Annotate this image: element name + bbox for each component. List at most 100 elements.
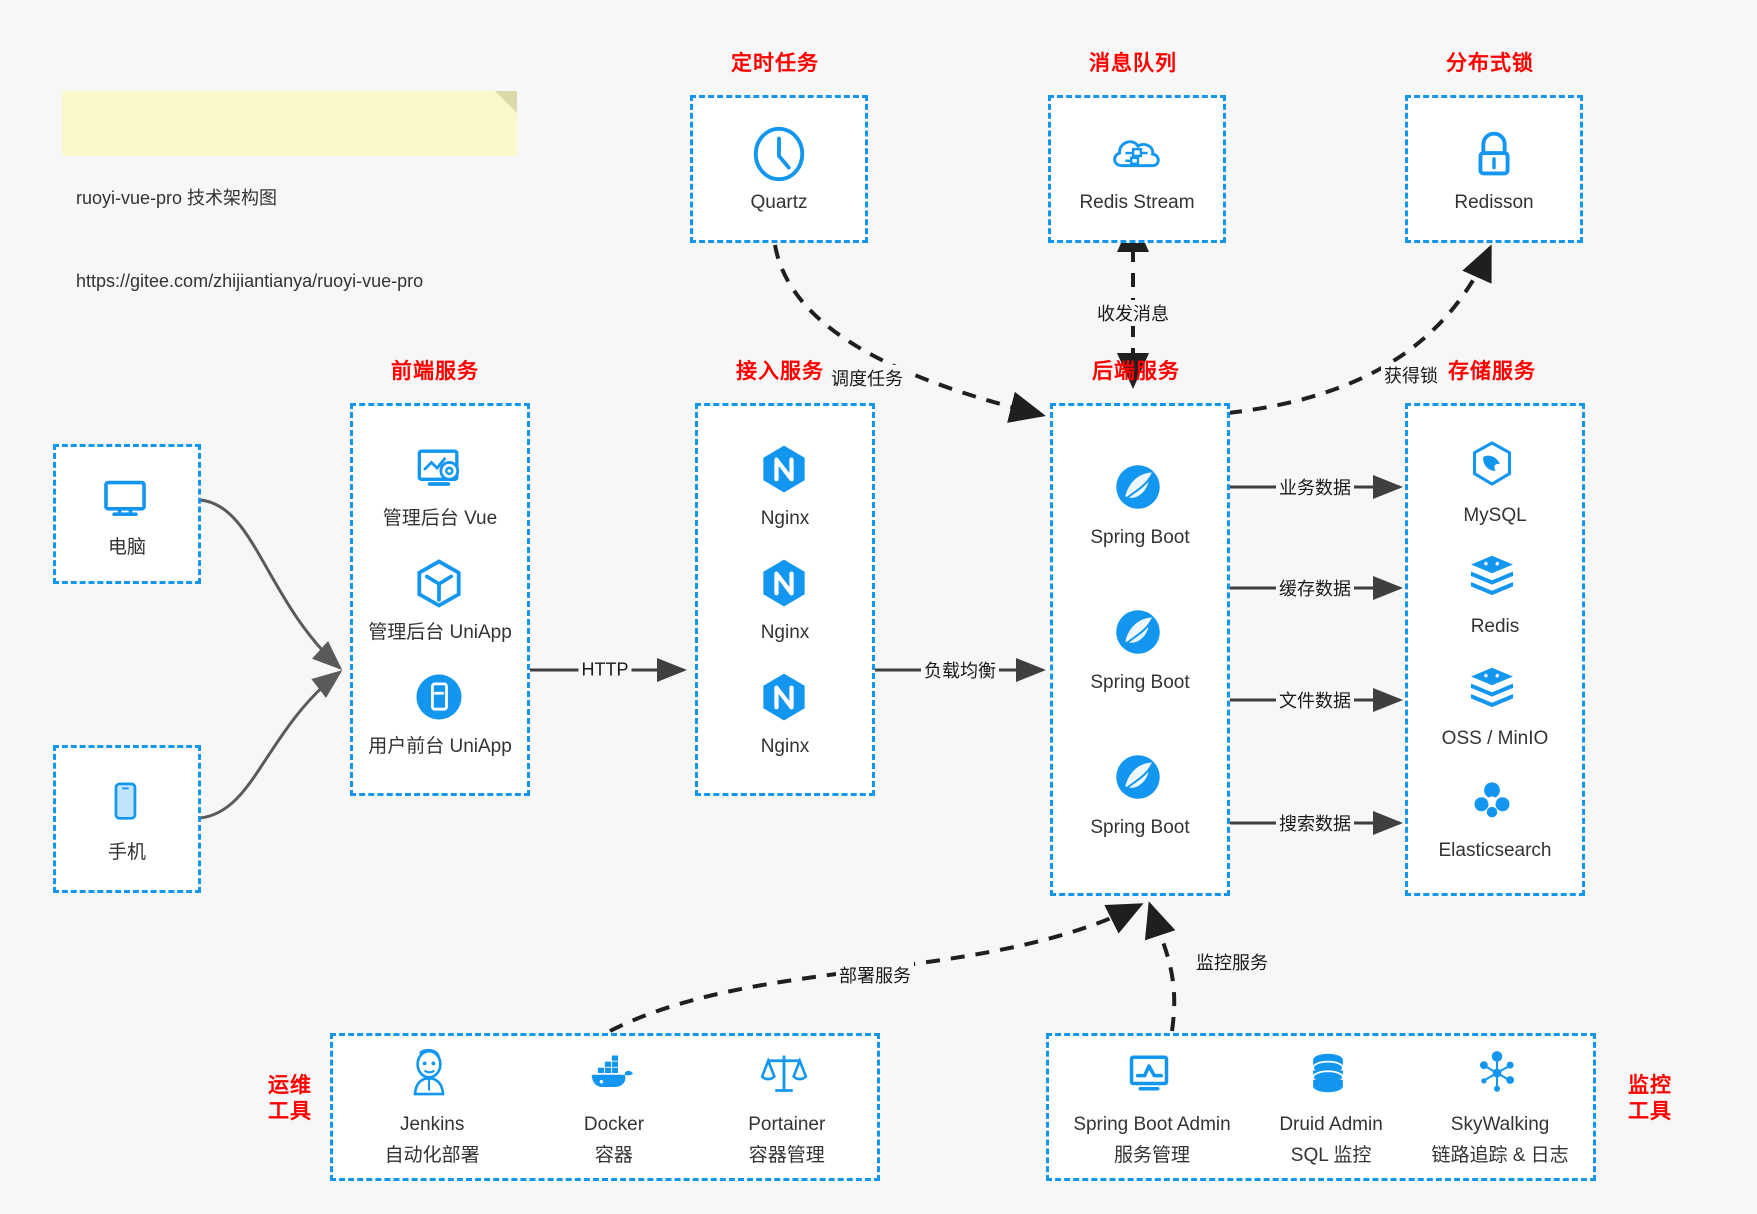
node-label: Spring Boot [1090, 527, 1190, 549]
node-label: Nginx [760, 507, 810, 529]
group-title-monitoring-tools: 监控 工具 [1610, 1073, 1690, 1126]
edge-label-business-data: 业务数据 [1276, 474, 1354, 500]
jenkins-icon [401, 1045, 463, 1107]
node-admin-vue[interactable]: 管理后台 Vue [383, 439, 497, 532]
edge-label-schedule-task: 调度任务 [828, 365, 906, 391]
edge-label-cache-data: 缓存数据 [1276, 575, 1354, 601]
phone-icon [96, 773, 158, 835]
box-message-queue[interactable]: Redis Stream [1048, 95, 1226, 243]
node-sublabel: 链路追踪 & 日志 [1431, 1145, 1569, 1166]
database-icon [1300, 1045, 1362, 1107]
docker-icon [583, 1045, 645, 1107]
monitoring-title-line2: 工具 [1628, 1100, 1672, 1124]
devops-title-line2: 工具 [268, 1100, 312, 1124]
group-title-gateway-service: 接入服务 [736, 360, 824, 383]
box-scheduled-task[interactable]: Quartz [690, 95, 868, 243]
spring-boot-icon [1109, 603, 1171, 665]
node-redis[interactable]: Redis [1464, 547, 1526, 640]
note-line-url: https://gitee.com/zhijiantianya/ruoyi-vu… [76, 271, 424, 292]
node-redisson[interactable]: Redisson [1454, 123, 1534, 216]
box-client-desktop[interactable]: 电脑 [53, 444, 201, 584]
edge-label-file-data: 文件数据 [1276, 687, 1354, 713]
diagram-note: ruoyi-vue-pro 技术架构图 https://gitee.com/zh… [62, 91, 517, 291]
node-spring-boot-1[interactable]: Spring Boot [1090, 458, 1190, 551]
node-user-uniapp[interactable]: 用户前台 UniApp [368, 667, 512, 760]
clock-icon [748, 123, 810, 185]
node-sublabel: 服务管理 [1113, 1145, 1190, 1166]
group-title-storage-service: 存储服务 [1448, 360, 1536, 383]
node-label: Elasticsearch [1438, 839, 1552, 861]
node-nginx-1[interactable]: Nginx [754, 439, 816, 532]
node-label: Spring Boot Admin [1073, 1114, 1231, 1136]
node-label: Redisson [1454, 191, 1534, 213]
node-label: Spring Boot [1090, 672, 1190, 694]
edge-label-search-data: 搜索数据 [1276, 810, 1354, 836]
node-label: Docker [583, 1114, 645, 1136]
cloud-stream-icon [1106, 123, 1168, 185]
edge-label-http: HTTP [578, 659, 632, 681]
monitoring-title-line1: 监控 [1628, 1074, 1672, 1097]
node-label: Jenkins [399, 1114, 465, 1136]
node-spring-boot-admin[interactable]: Spring Boot Admin 服务管理 [1073, 1045, 1231, 1168]
node-label: MySQL [1463, 504, 1527, 526]
node-label: 管理后台 Vue [382, 507, 498, 529]
box-devops-tools[interactable]: Jenkins 自动化部署 Docker 容器 [330, 1033, 880, 1181]
box-storage-service[interactable]: MySQL Redis OSS [1405, 403, 1585, 896]
node-label: Spring Boot [1090, 817, 1190, 839]
group-title-scheduled-task: 定时任务 [731, 52, 819, 75]
edge-label-monitor-service: 监控服务 [1193, 949, 1271, 975]
box-monitoring-tools[interactable]: Spring Boot Admin 服务管理 Druid Admin SQL 监… [1046, 1033, 1596, 1181]
note-line-title: ruoyi-vue-pro 技术架构图 [76, 187, 278, 208]
devops-title-line1: 运维 [268, 1074, 312, 1097]
edge-label-deploy-service: 部署服务 [836, 962, 914, 988]
node-elasticsearch[interactable]: Elasticsearch [1439, 771, 1552, 864]
node-docker[interactable]: Docker 容器 [583, 1045, 645, 1168]
box-gateway-service[interactable]: Nginx Nginx Nginx [695, 403, 875, 796]
nginx-icon [754, 553, 816, 615]
node-portainer[interactable]: Portainer 容器管理 [748, 1045, 825, 1168]
node-jenkins[interactable]: Jenkins 自动化部署 [385, 1045, 480, 1168]
node-druid-admin[interactable]: Druid Admin SQL 监控 [1279, 1045, 1383, 1168]
note-fold-corner [495, 91, 517, 113]
group-title-message-queue: 消息队列 [1089, 52, 1177, 75]
nginx-icon [754, 667, 816, 729]
node-sublabel: SQL 监控 [1290, 1145, 1372, 1166]
portainer-icon [756, 1045, 818, 1107]
node-admin-uniapp[interactable]: 管理后台 UniApp [368, 553, 512, 646]
node-spring-boot-2[interactable]: Spring Boot [1090, 603, 1190, 696]
node-label: OSS / MinIO [1441, 728, 1549, 750]
group-title-frontend-service: 前端服务 [391, 360, 479, 383]
node-desktop[interactable]: 电脑 [96, 468, 158, 561]
node-phone[interactable]: 手机 [96, 773, 158, 866]
nginx-icon [754, 439, 816, 501]
node-oss-minio[interactable]: OSS / MinIO [1441, 659, 1549, 752]
spring-boot-icon [1109, 458, 1171, 520]
edge-label-load-balance: 负载均衡 [921, 657, 999, 683]
node-nginx-2[interactable]: Nginx [754, 553, 816, 646]
node-label: 用户前台 UniApp [368, 736, 512, 758]
box-distributed-lock[interactable]: Redisson [1405, 95, 1583, 243]
node-mysql[interactable]: MySQL [1463, 436, 1527, 529]
spring-boot-icon [1109, 748, 1171, 810]
node-label: 电脑 [107, 536, 146, 558]
edge-label-send-receive-message: 收发消息 [1094, 300, 1172, 326]
node-sublabel: 容器管理 [748, 1145, 825, 1166]
desktop-icon [96, 468, 158, 530]
node-spring-boot-3[interactable]: Spring Boot [1090, 748, 1190, 841]
node-label: Druid Admin [1279, 1114, 1383, 1136]
node-quartz[interactable]: Quartz [748, 123, 810, 216]
box-frontend-service[interactable]: 管理后台 Vue 管理后台 UniApp 用户前台 UniApp [350, 403, 530, 796]
mobile-app-icon [409, 667, 471, 729]
cube-icon [409, 553, 471, 615]
box-backend-service[interactable]: Spring Boot Spring Boot Spring Boot [1050, 403, 1230, 896]
node-redis-stream[interactable]: Redis Stream [1079, 123, 1195, 216]
group-title-devops-tools: 运维 工具 [250, 1073, 330, 1126]
node-sublabel: 自动化部署 [384, 1145, 480, 1166]
box-client-phone[interactable]: 手机 [53, 745, 201, 893]
padlock-icon [1463, 123, 1525, 185]
node-nginx-3[interactable]: Nginx [754, 667, 816, 760]
node-sublabel: 容器 [594, 1145, 633, 1166]
node-skywalking[interactable]: SkyWalking 链路追踪 & 日志 [1431, 1045, 1569, 1168]
group-title-distributed-lock: 分布式锁 [1446, 52, 1534, 75]
node-label: 手机 [107, 841, 146, 863]
